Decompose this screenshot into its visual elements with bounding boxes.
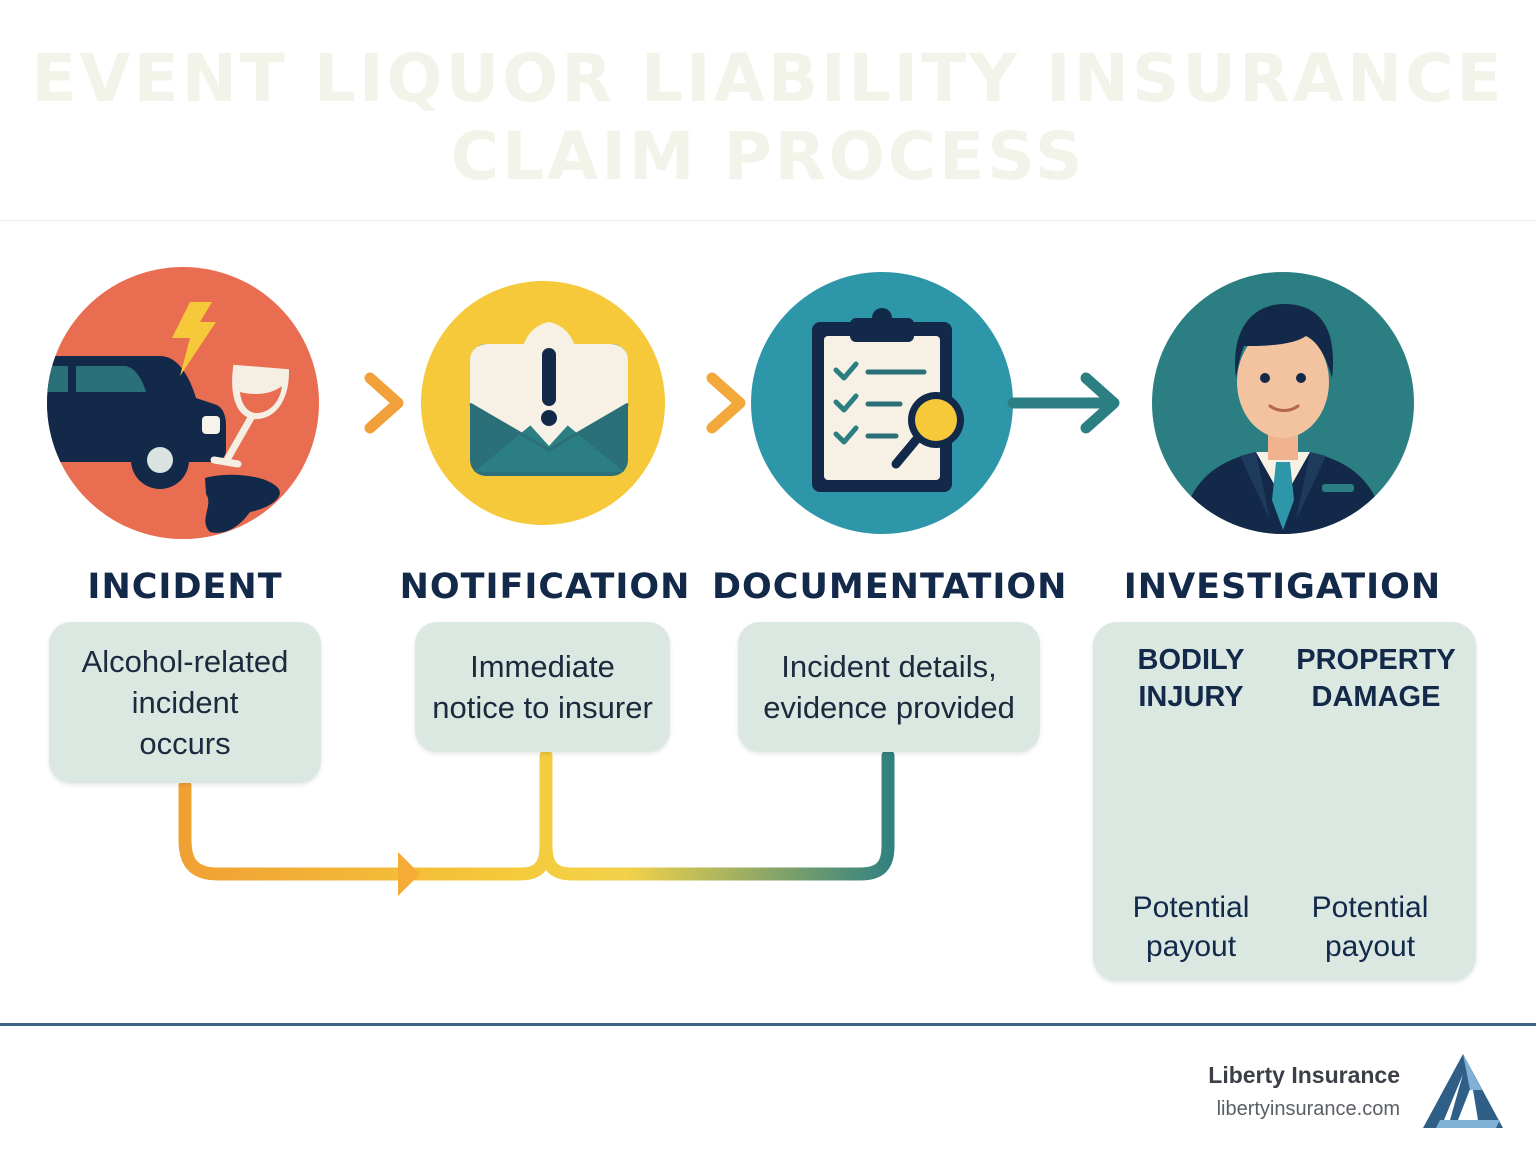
flow-arrow-3	[1007, 372, 1120, 434]
notification-description-line-1: Immediate	[470, 649, 615, 684]
brand-url[interactable]: libertyinsurance.com	[1216, 1098, 1400, 1120]
bodily-injury-label-line-1: BODILY	[1137, 644, 1245, 676]
bodily-injury-payout-line-1: Potential	[1132, 891, 1250, 924]
step-label-documentation: DOCUMENTATION	[712, 567, 1068, 607]
step-label-notification: NOTIFICATION	[399, 567, 691, 607]
step-label-investigation: INVESTIGATION	[1123, 567, 1442, 607]
property-damage-payout: Potential payout	[1287, 888, 1453, 966]
investigation-panel	[1093, 622, 1476, 981]
incident-description-line-3: occurs	[139, 726, 231, 761]
incident-description-line-2: incident	[131, 685, 239, 720]
property-damage-label-line-1: PROPERTY	[1296, 644, 1456, 676]
title-line-2: CLAIM PROCESS	[450, 118, 1086, 195]
merge-connector	[178, 749, 895, 896]
documentation-description-line-2: evidence provided	[763, 690, 1015, 725]
clipboard-search-icon	[751, 272, 1013, 534]
notification-description-line-2: notice to insurer	[432, 690, 653, 725]
bodily-injury-label: BODILY INJURY	[1110, 642, 1272, 716]
property-damage-label: PROPERTY DAMAGE	[1283, 642, 1469, 716]
bodily-injury-payout: Potential payout	[1110, 888, 1272, 966]
title-line-1: EVENT LIQUOR LIABILITY INSURANCE	[31, 40, 1505, 117]
brand-name: Liberty Insurance	[1208, 1062, 1400, 1088]
footer-divider	[0, 1023, 1536, 1026]
incident-description-line-1: Alcohol-related	[81, 644, 289, 679]
bodily-injury-payout-line-2: payout	[1145, 930, 1237, 963]
triangle-logo-icon	[1423, 1054, 1503, 1128]
incident-description: Alcohol-related incident occurs	[49, 622, 321, 783]
property-damage-payout-line-2: payout	[1324, 930, 1416, 963]
property-damage-payout-line-1: Potential	[1311, 891, 1429, 924]
car-crash-icon	[47, 267, 319, 539]
title-divider	[0, 220, 1536, 221]
property-damage-label-line-2: DAMAGE	[1311, 681, 1441, 713]
notification-description: Immediate notice to insurer	[415, 622, 670, 752]
documentation-description: Incident details, evidence provided	[738, 622, 1040, 752]
bodily-injury-label-line-2: INJURY	[1138, 681, 1244, 713]
flow-arrow-2	[659, 372, 746, 434]
step-label-incident: INCIDENT	[87, 567, 283, 607]
adjuster-icon	[1152, 272, 1414, 534]
page-title: EVENT LIQUOR LIABILITY INSURANCE CLAIM P…	[0, 40, 1536, 196]
documentation-description-line-1: Incident details,	[781, 649, 997, 684]
alert-envelope-icon	[421, 281, 665, 525]
flow-arrow-1	[312, 372, 404, 434]
